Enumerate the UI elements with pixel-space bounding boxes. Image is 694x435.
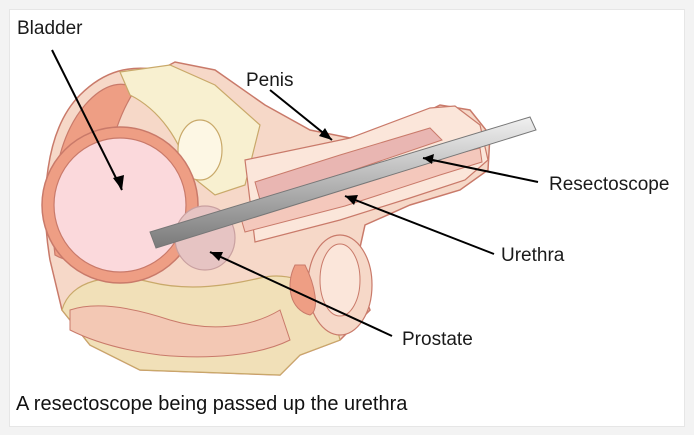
figure-caption: A resectoscope being passed up the ureth… <box>16 394 407 414</box>
leader-urethra <box>345 196 494 254</box>
anatomy-diagram <box>10 10 686 380</box>
label-bladder: Bladder <box>17 19 83 38</box>
figure-panel: Bladder Penis Resectoscope Urethra Prost… <box>9 9 685 427</box>
label-penis: Penis <box>246 71 294 90</box>
bladder <box>54 138 186 272</box>
label-resectoscope: Resectoscope <box>549 175 669 194</box>
label-urethra: Urethra <box>501 246 564 265</box>
label-prostate: Prostate <box>402 330 473 349</box>
